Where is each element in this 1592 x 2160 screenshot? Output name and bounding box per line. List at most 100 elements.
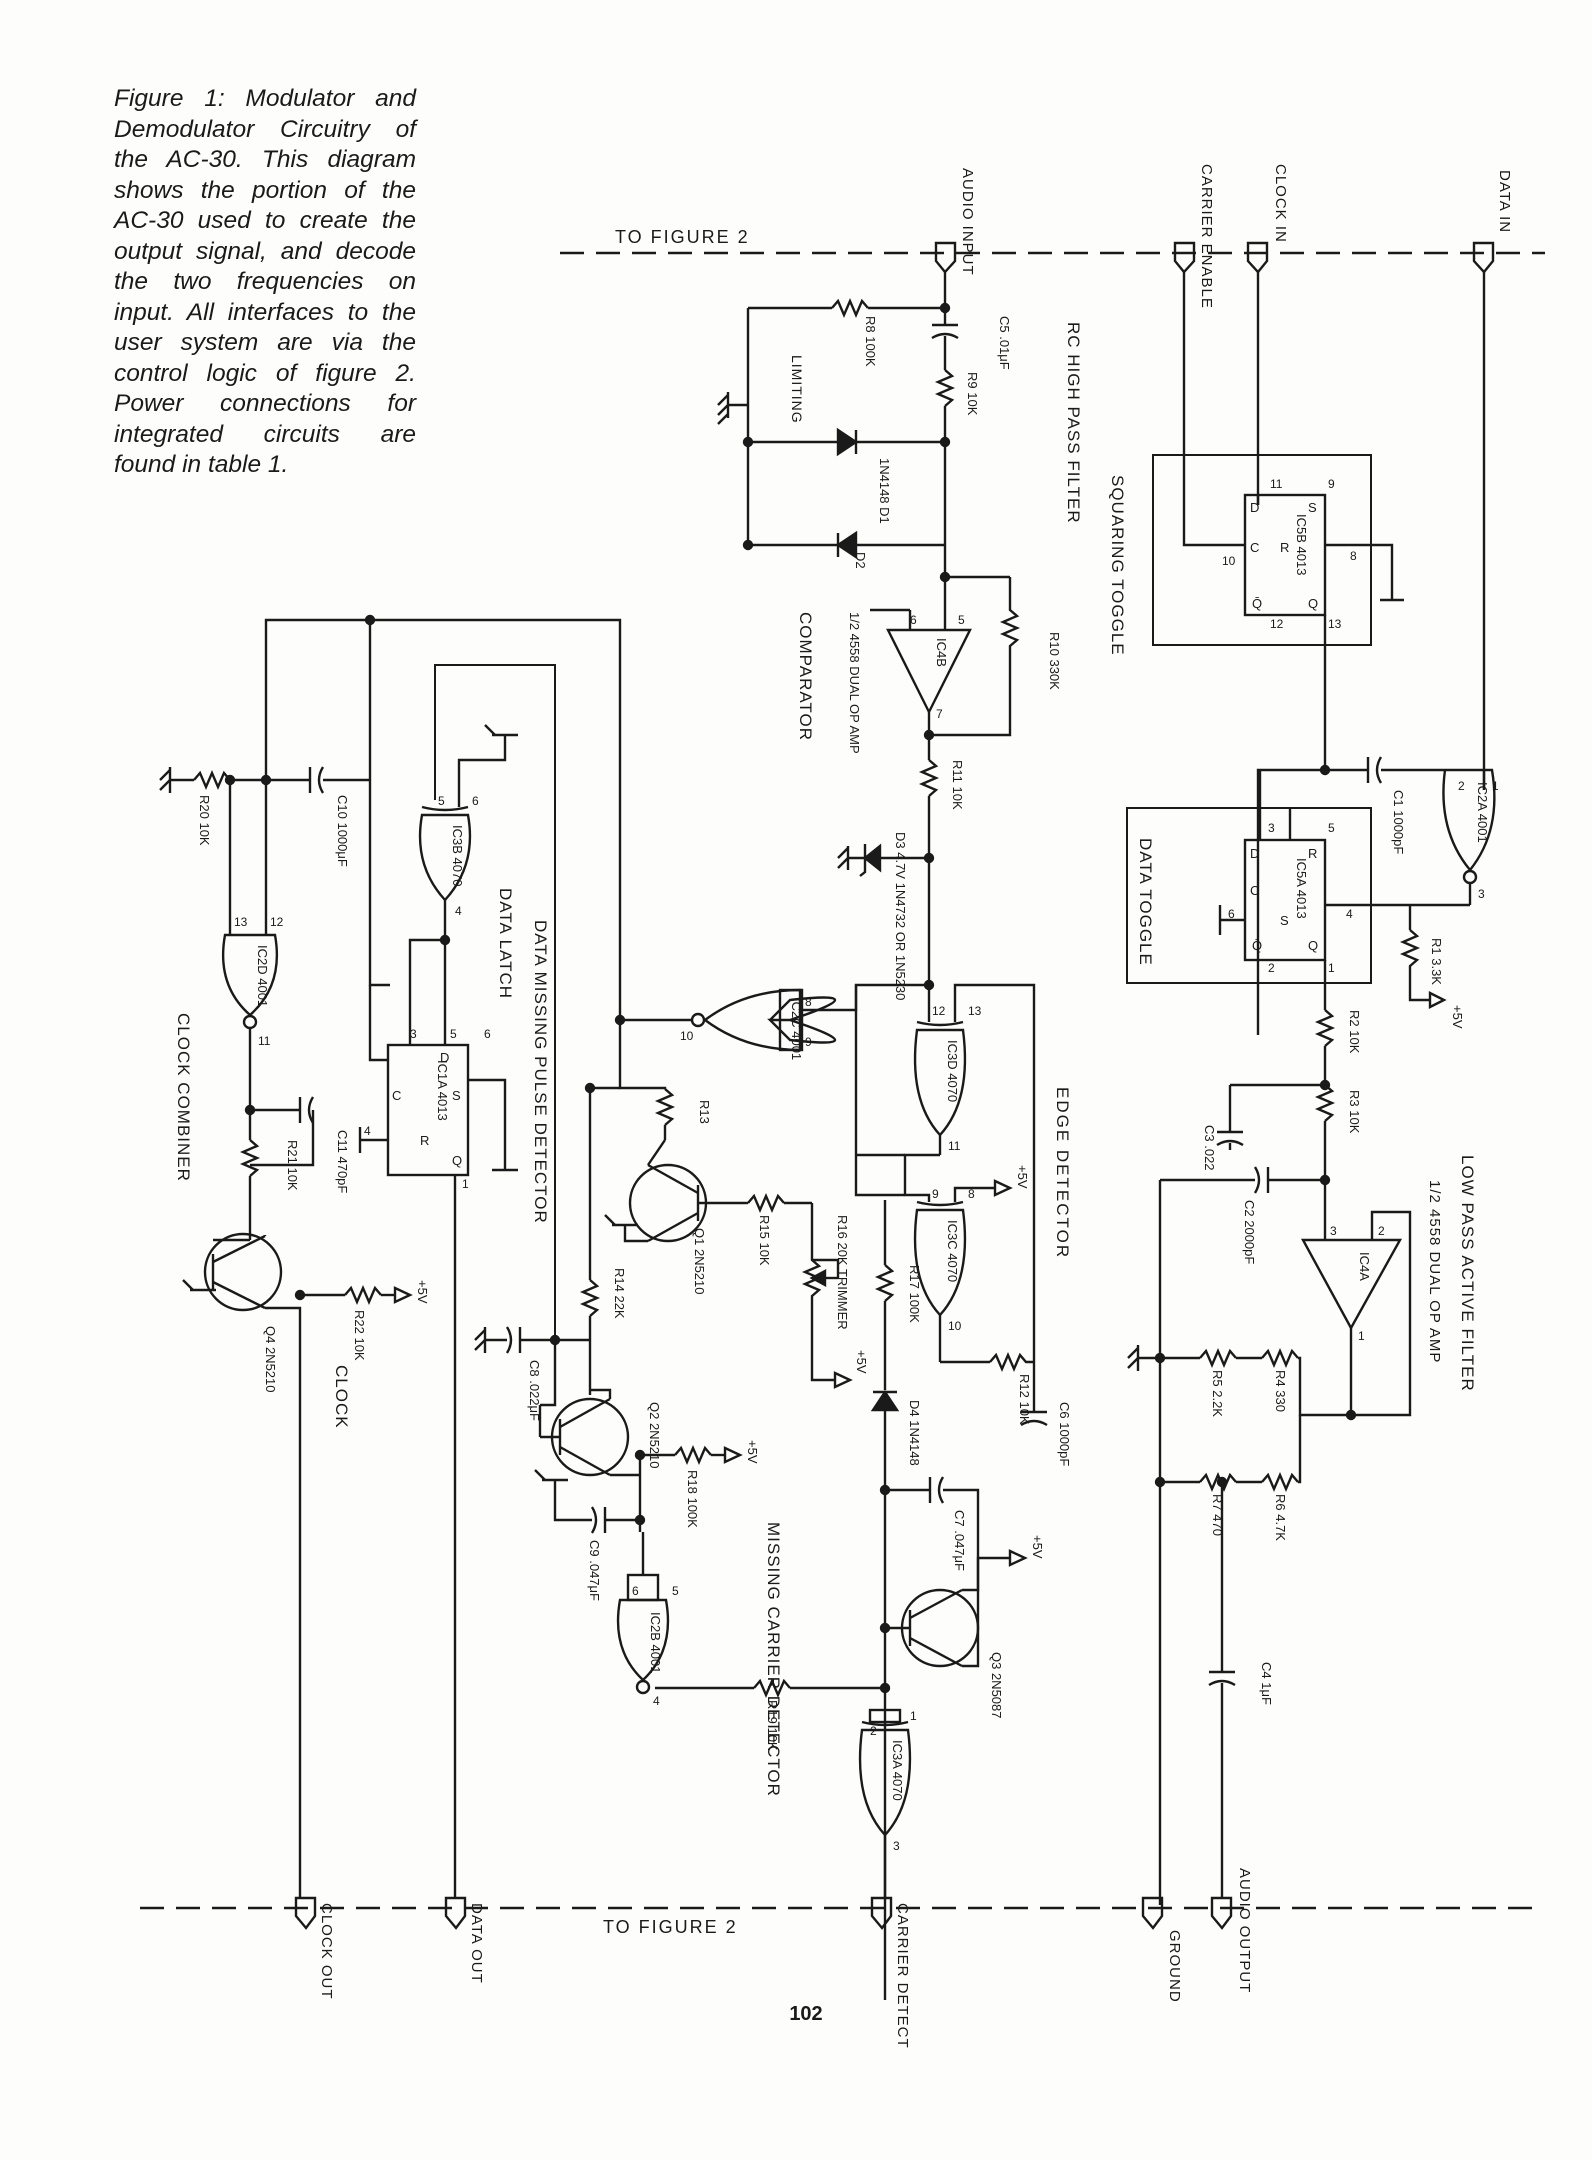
ic3a-pin-3: 3: [893, 1839, 900, 1853]
q1-label: Q1 2N5210: [692, 1228, 707, 1295]
ic5a-pin-1: 1: [1328, 961, 1335, 975]
c9-label: C9 .047μF: [587, 1540, 602, 1601]
supply-label-r1: +5V: [1450, 1005, 1465, 1029]
ic3d-xor-gate: [913, 1028, 967, 1137]
r1-resistor: [1399, 929, 1430, 1002]
ground-symbol-lpf: [1127, 1345, 1140, 1371]
ic5b-pin-10: 10: [1222, 554, 1236, 568]
carrier-detect-label: CARRIER DETECT: [894, 1903, 911, 2049]
ic1a-pin-4: 4: [364, 1124, 371, 1138]
data-in-label: DATA IN: [1496, 170, 1513, 233]
data-missing-label: DATA MISSING PULSE DETECTOR: [531, 920, 550, 1224]
ic2c-nor-gate: [702, 988, 802, 1052]
ic2d-pin-11: 11: [258, 1034, 271, 1048]
r22-resistor: [344, 1284, 382, 1306]
ic3a-xor-gate: [858, 1728, 912, 1837]
ic3c-pin-8: 8: [968, 1187, 975, 1201]
ic5b-label: IC5B 4013: [1294, 514, 1309, 575]
ic5a-c-pin: C: [1250, 883, 1259, 898]
r13-label: R13: [697, 1100, 712, 1124]
ic3d-label: IC3D 4070: [945, 1040, 960, 1102]
low-pass-filter-label: LOW PASS ACTIVE FILTER: [1458, 1155, 1477, 1392]
ground-symbol-q2: [534, 1469, 568, 1482]
r15-resistor: [747, 1192, 785, 1214]
data-toggle-label: DATA TOGGLE: [1136, 838, 1155, 966]
supply-label-q3: +5V: [1030, 1535, 1045, 1559]
r14-label: R14 22K: [612, 1268, 627, 1319]
ground-label: GROUND: [1166, 1930, 1183, 2003]
ic5a-s-pin: S: [1280, 913, 1289, 928]
r21-resistor: [239, 1139, 261, 1177]
ic4a-pin-1: 1: [1358, 1329, 1365, 1343]
supply-label-r18: +5V: [745, 1440, 760, 1464]
r11-label: R11 10K: [950, 760, 965, 810]
ic3b-pin-4: 4: [455, 904, 462, 918]
r10-label: R10 330K: [1047, 632, 1062, 690]
top-bus-label: TO FIGURE 2: [615, 227, 750, 247]
ground-symbol-r20: [159, 767, 172, 793]
ic5b-flip-flop: [1243, 493, 1327, 617]
r2-label: R2 10K: [1347, 1010, 1362, 1054]
r9-label: R9 10K: [965, 372, 980, 416]
ic5a-pin-6: 6: [1228, 907, 1235, 921]
r5-resistor: [1199, 1347, 1237, 1369]
d3-zener: [863, 843, 882, 873]
ic4a-label: IC4A: [1357, 1252, 1372, 1281]
ic5b-pin-9: 9: [1328, 477, 1335, 491]
ic4a-pin-3: 3: [1330, 1224, 1337, 1238]
ic1a-r-pin: R: [420, 1133, 429, 1148]
ic2a-pin-1: 1: [1492, 779, 1499, 793]
q3-label: Q3 2N5087: [989, 1652, 1004, 1719]
clock-label: CLOCK: [332, 1365, 351, 1429]
ic4b-desc-label: 1/2 4558 DUAL OP AMP: [847, 612, 862, 754]
r13-resistor: [654, 1088, 676, 1126]
r2-resistor: [1314, 1009, 1336, 1047]
ic3c-xor-gate: [913, 1208, 967, 1317]
ic2d-pin-12: 12: [270, 915, 284, 929]
ic2c-pin-9: 9: [805, 1035, 812, 1049]
c1-plate-b: [1375, 756, 1383, 784]
r10-resistor: [929, 577, 1021, 737]
c10-label: C10 1000μF: [335, 795, 350, 867]
ground-symbol-q4: [182, 1279, 216, 1292]
ic5b-pin-13: 13: [1328, 617, 1342, 631]
supply-label-r22: +5V: [415, 1280, 430, 1304]
r4-resistor: [1261, 1347, 1299, 1369]
ic3c-pin-9: 9: [932, 1187, 939, 1201]
ic5b-pin-11: 11: [1270, 477, 1283, 491]
audio-input-label: AUDIO INPUT: [959, 168, 976, 276]
d1-diode: [836, 427, 859, 457]
ic5b-pin-12: 12: [1270, 617, 1284, 631]
r9-resistor: [934, 369, 956, 407]
r17-label: R17 100K: [907, 1265, 922, 1323]
data-latch-label: DATA LATCH: [496, 888, 515, 999]
page-number: 102: [789, 2003, 822, 2025]
r12-label: R12 10K: [1017, 1374, 1032, 1425]
r16-label: R16 20K TRIMMER: [835, 1215, 850, 1330]
carrier-detect-port: [870, 1896, 893, 1930]
ic5b-s-pin: S: [1308, 500, 1317, 515]
clock-combiner-label: CLOCK COMBINER: [174, 1013, 193, 1182]
data-toggle-box: [1126, 807, 1372, 984]
r5-label: R5 2.2K: [1210, 1370, 1225, 1417]
low-pass-sub-label: 1/2 4558 DUAL OP AMP: [1426, 1180, 1443, 1363]
ic5b-pin-8: 8: [1350, 549, 1357, 563]
r16-trimmer: [801, 1203, 823, 1320]
comparator-label: COMPARATOR: [796, 612, 815, 741]
r19-resistor: [753, 1677, 791, 1699]
ground-symbol-ic3b: [484, 724, 518, 737]
d4-label: D4 1N4148: [907, 1400, 922, 1466]
ic3c-pin-10: 10: [948, 1319, 962, 1333]
ground-symbol-limiting: [717, 392, 730, 425]
d3-label: D3 4.7V 1N4732 OR 1N5230: [893, 832, 908, 1000]
ic1a-label: IC1A 4013: [435, 1060, 450, 1121]
clock-in-port: [1246, 241, 1269, 505]
r17-resistor: [874, 1264, 896, 1302]
ic1a-pin-5: 5: [450, 1027, 457, 1041]
ic4a-pin-2: 2: [1378, 1224, 1385, 1238]
limiting-label: LIMITING: [789, 355, 805, 424]
clock-out-label: CLOCK OUT: [318, 1903, 335, 2000]
ic2a-pin-2: 2: [1458, 779, 1465, 793]
ic5b-c-pin: C: [1250, 540, 1259, 555]
clock-in-label: CLOCK IN: [1272, 164, 1289, 243]
